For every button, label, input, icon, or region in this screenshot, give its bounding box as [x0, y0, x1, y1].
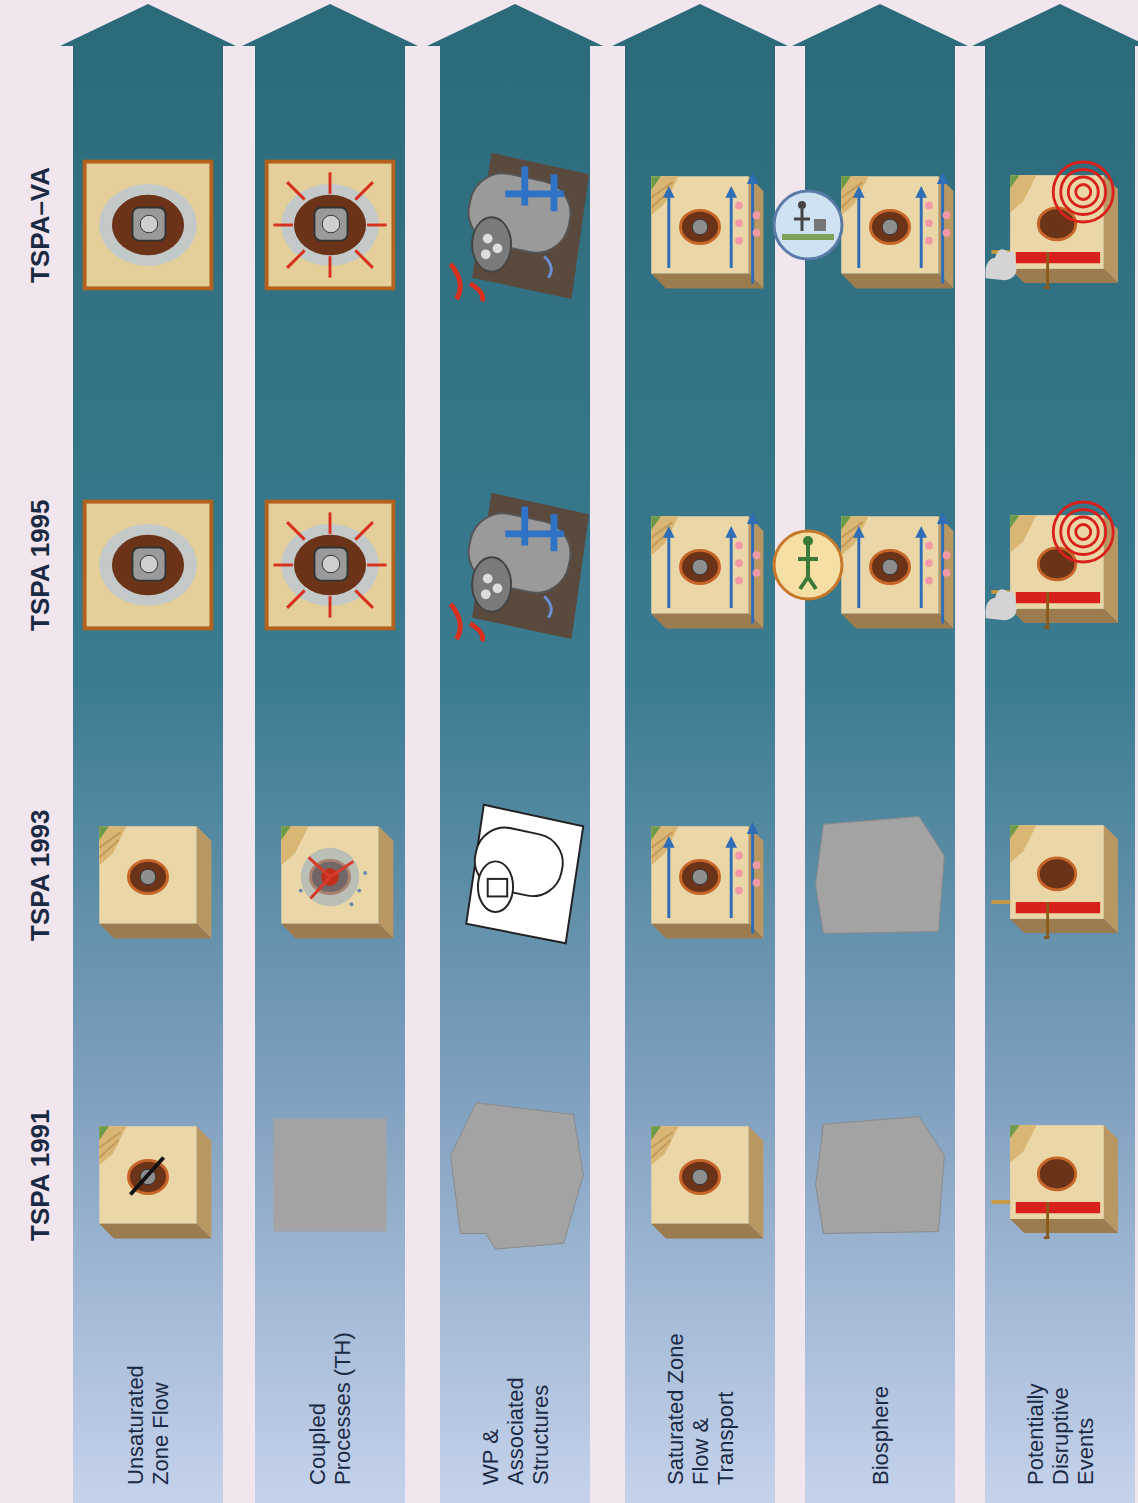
row-label: TSPA–VA — [25, 167, 55, 283]
column-label: WP & Associated Structures — [478, 1320, 553, 1485]
arrow-band: Saturated Zone Flow & Transport — [612, 0, 788, 1503]
arrow-outline — [612, 4, 788, 1503]
arrow-band: Coupled Processes (TH) — [242, 0, 418, 1503]
row-label: TSPA 1995 — [25, 499, 55, 631]
arrow-outline — [972, 4, 1138, 1503]
column-label: Potentially Disruptive Events — [1023, 1320, 1098, 1485]
arrow-shape — [972, 0, 1138, 1503]
row-label: TSPA 1991 — [25, 1109, 55, 1241]
arrow-outline — [60, 4, 236, 1503]
arrow-shape — [612, 0, 788, 1503]
column-label: Coupled Processes (TH) — [305, 1320, 355, 1485]
arrow-band: Unsaturated Zone Flow — [60, 0, 236, 1503]
arrow-shape — [792, 0, 968, 1503]
arrow-outline — [242, 4, 418, 1503]
arrow-outline — [427, 4, 603, 1503]
arrow-band: Biosphere — [792, 0, 968, 1503]
arrow-shape — [60, 0, 236, 1503]
arrow-shape — [427, 0, 603, 1503]
column-label: Unsaturated Zone Flow — [123, 1320, 173, 1485]
row-label: TSPA 1993 — [25, 809, 55, 941]
arrow-outline — [792, 4, 968, 1503]
arrow-band: Potentially Disruptive Events — [972, 0, 1138, 1503]
arrow-band: WP & Associated Structures — [427, 0, 603, 1503]
arrow-shape — [242, 0, 418, 1503]
column-label: Biosphere — [868, 1320, 893, 1485]
column-label: Saturated Zone Flow & Transport — [663, 1320, 738, 1485]
